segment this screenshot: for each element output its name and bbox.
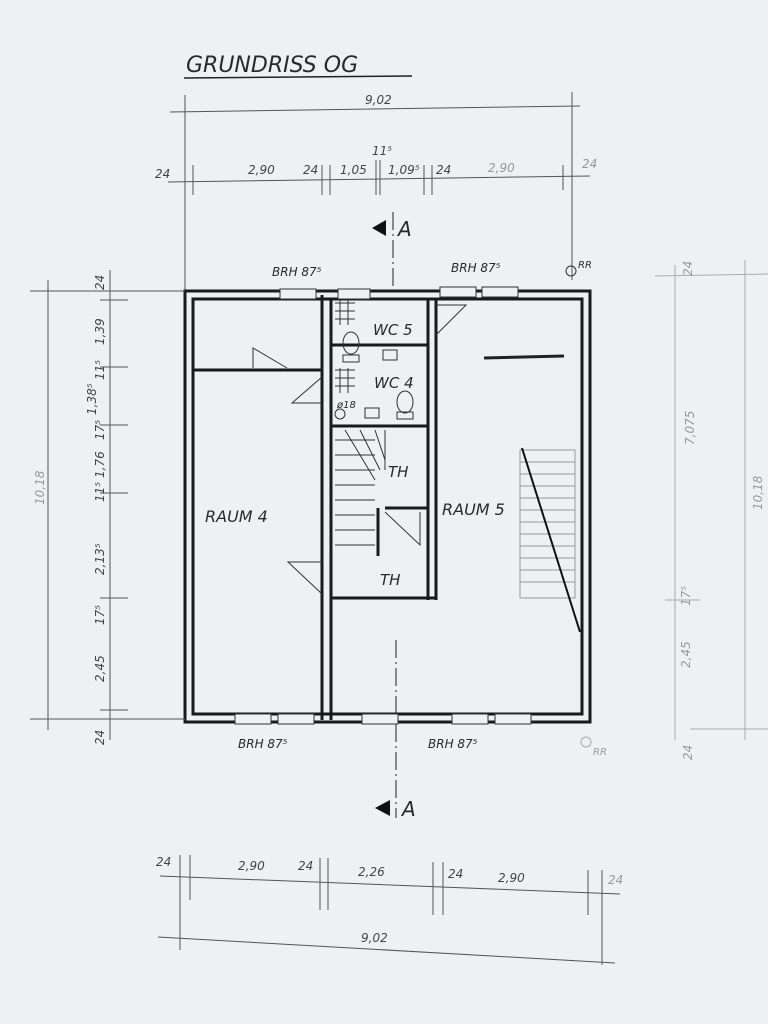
wc-fixtures [334,300,414,420]
dimension-label: 24 [582,157,597,171]
dimension-label: 17⁵ [679,586,693,606]
room-label-wc5: WC 5 [373,321,413,339]
dimension-label: 24 [436,163,451,177]
dimension-label: 2,26 [358,865,385,879]
dimension-label: 2,13⁵ [93,543,107,575]
title-underline [183,75,413,79]
dimension-label: 2,90 [248,163,275,177]
dimension-label: 24 [93,730,107,745]
dimension-label: 24 [448,867,463,881]
dimension-label: 1,09⁵ [388,163,420,177]
dimension-label: 2,45 [679,641,693,668]
room-label-th: TH [388,463,408,481]
dimension-label: 2,90 [498,871,525,885]
window-label: BRH 87⁵ [238,737,288,751]
bottom-dimensions: 24 2,90 24 2,26 24 2,90 24 9,02 [156,855,623,965]
windows [234,286,532,725]
dimension-label: 24 [681,745,695,760]
plan-title: GRUNDRISS OG [186,53,358,78]
dim-top-total: 9,02 [365,93,392,107]
rr-label: RR [578,260,592,271]
dimension-label: 24 [298,859,313,873]
dimension-label: 1,39 [93,318,107,345]
dim-bottom-total: 9,02 [361,931,388,945]
railing [483,354,565,360]
room-label-wc4: WC 4 [374,374,414,392]
dimension-label: 11⁵ [372,144,392,158]
room-label-raum5: RAUM 5 [442,500,505,519]
dimension-label: 11⁵ [93,360,107,380]
doors [252,304,468,595]
staircase-raum5 [519,447,581,633]
dimension-label: 17⁵ [93,605,107,625]
section-marker-top: A [372,212,412,290]
room-label-th: TH [380,571,400,589]
right-dimensions: 24 7,075 17⁵ 2,45 24 10,18 [654,260,768,760]
dimension-label: 10,18 [751,475,765,510]
window-label: BRH 87⁵ [428,737,478,751]
dimension-label: 11⁵ [93,482,107,502]
dimension-label: 2,90 [488,161,515,175]
dimension-label: 24 [608,873,623,887]
pipe-label: ø18 [336,400,356,411]
window-label: BRH 87⁵ [451,261,501,275]
dimension-label: 24 [93,275,107,290]
dimension-label: 2,90 [238,859,265,873]
dimension-label: 24 [681,261,695,276]
dimension-label: 7,075 [683,411,697,445]
top-dimensions: 9,02 24 2,90 24 1,05 11⁵ 1,09⁵ 24 2,90 2… [155,92,597,300]
dimension-label: 10,18 [33,470,47,505]
dimension-label: A [400,797,416,821]
dimension-label: 1,76 [93,451,107,478]
window-label: BRH 87⁵ [272,265,322,279]
dimension-label: A [396,217,412,241]
dimension-label: 1,05 [340,163,367,177]
left-dimensions: 10,18 24 1,39 11⁵ 1,38⁵ 17⁵ 1,76 11⁵ 2,1… [30,270,185,745]
section-marker-bottom: A [375,640,416,821]
dimension-label: 24 [155,167,170,181]
dimension-label: 24 [156,855,171,869]
dimension-label: 24 [303,163,318,177]
dimension-label: 1,38⁵ [85,383,99,415]
dimension-label: 2,45 [93,655,107,682]
rr-label: RR [593,747,607,758]
room-label-raum4: RAUM 4 [205,507,268,526]
staircase-center [335,429,386,546]
dimension-label: 17⁵ [93,420,107,440]
